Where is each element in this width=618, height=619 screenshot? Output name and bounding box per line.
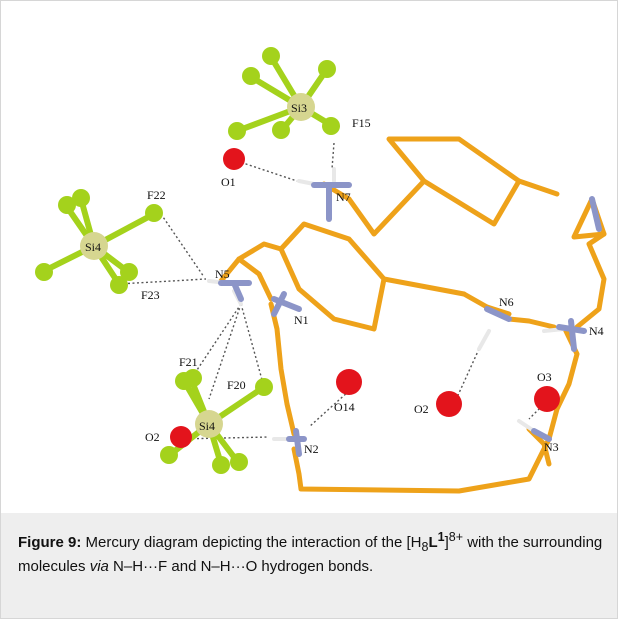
label-n7: N7 <box>336 190 351 204</box>
caption-bracket: ] <box>444 534 449 551</box>
caption-via: via <box>89 558 109 575</box>
nitrogen-atoms <box>218 182 602 457</box>
sif6-anion-top <box>228 47 340 140</box>
caption-sup-charge: 8+ <box>448 530 464 544</box>
label-o2-left: O2 <box>145 430 160 444</box>
caption-text-3: N–H···F and N–H···O hydrogen bonds. <box>108 558 374 575</box>
label-f21: F21 <box>179 355 198 369</box>
label-o2-right: O2 <box>414 402 429 416</box>
sif6-anion-left <box>35 189 163 294</box>
label-n2: N2 <box>304 442 319 456</box>
label-si4-left: Si4 <box>85 240 101 254</box>
oxygen-atoms <box>170 148 560 448</box>
mercury-diagram: Si3 Si4 Si4 F15 F22 F23 F21 F20 O1 O2 O1… <box>9 9 609 509</box>
label-n5: N5 <box>215 267 230 281</box>
caption-box: Figure 9: Mercury diagram depicting the … <box>1 513 617 618</box>
label-f23: F23 <box>141 288 160 302</box>
label-si3: Si3 <box>291 101 307 115</box>
label-f15: F15 <box>352 116 371 130</box>
caption-sub-8: 8 <box>421 540 429 554</box>
label-n4: N4 <box>589 324 604 338</box>
label-o14: O14 <box>334 400 355 414</box>
label-o3: O3 <box>537 370 552 384</box>
caption-ligand: L <box>428 534 438 551</box>
caption-text-1: Mercury diagram depicting the interactio… <box>81 534 422 551</box>
caption-sup-1: 1 <box>437 530 445 544</box>
label-f22: F22 <box>147 188 166 202</box>
atom-labels: Si3 Si4 Si4 F15 F22 F23 F21 F20 O1 O2 O1… <box>85 101 604 456</box>
label-f20: F20 <box>227 378 246 392</box>
figure-caption: Figure 9: Mercury diagram depicting the … <box>18 527 603 577</box>
sif6-anion-bottom <box>160 369 273 474</box>
caption-label: Figure 9: <box>18 534 82 551</box>
caption-text-2: with the surrounding molecules <box>18 534 603 575</box>
molecular-structure: Si3 Si4 Si4 F15 F22 F23 F21 F20 O1 O2 O1… <box>35 47 607 494</box>
label-o1: O1 <box>221 175 236 189</box>
label-n3: N3 <box>544 440 559 454</box>
label-si4-bottom: Si4 <box>199 419 215 433</box>
label-n6: N6 <box>499 295 514 309</box>
label-n1: N1 <box>294 313 309 327</box>
